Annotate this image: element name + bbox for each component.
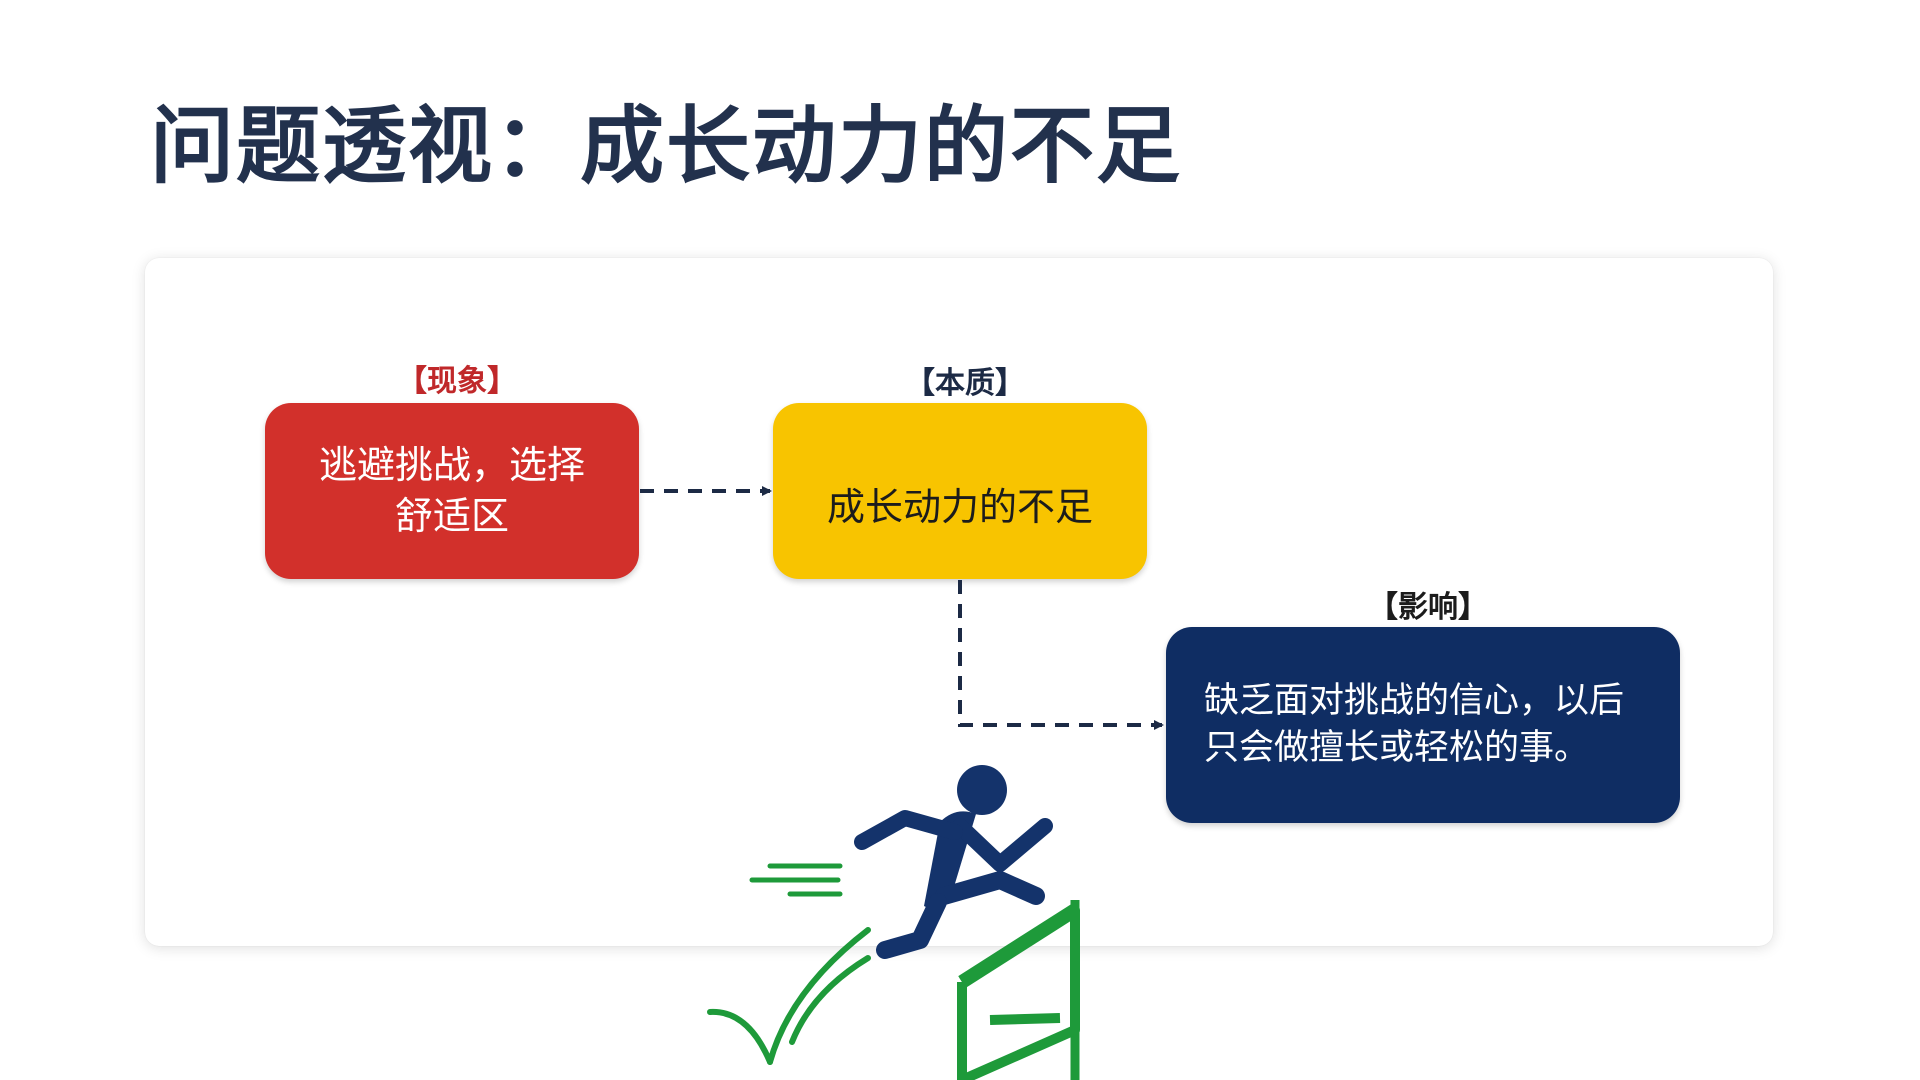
impact-box: 缺乏面对挑战的信心，以后只会做擅长或轻松的事。 <box>1166 627 1680 823</box>
essence-box: 成长动力的不足 <box>773 403 1147 579</box>
phenomenon-box: 逃避挑战，选择舒适区 <box>265 403 639 579</box>
essence-text: 成长动力的不足 <box>826 485 1093 530</box>
impact-text: 缺乏面对挑战的信心，以后只会做擅长或轻松的事。 <box>1204 680 1625 768</box>
impact-tag: 【影响】 <box>1368 590 1488 625</box>
page-title: 问题透视：成长动力的不足 <box>150 97 1183 195</box>
phenomenon-tag: 【现象】 <box>397 364 517 399</box>
checkmark-icon <box>707 927 871 1065</box>
phenomenon-text: 逃避挑战，选择舒适区 <box>318 442 585 538</box>
essence-tag: 【本质】 <box>905 366 1025 401</box>
